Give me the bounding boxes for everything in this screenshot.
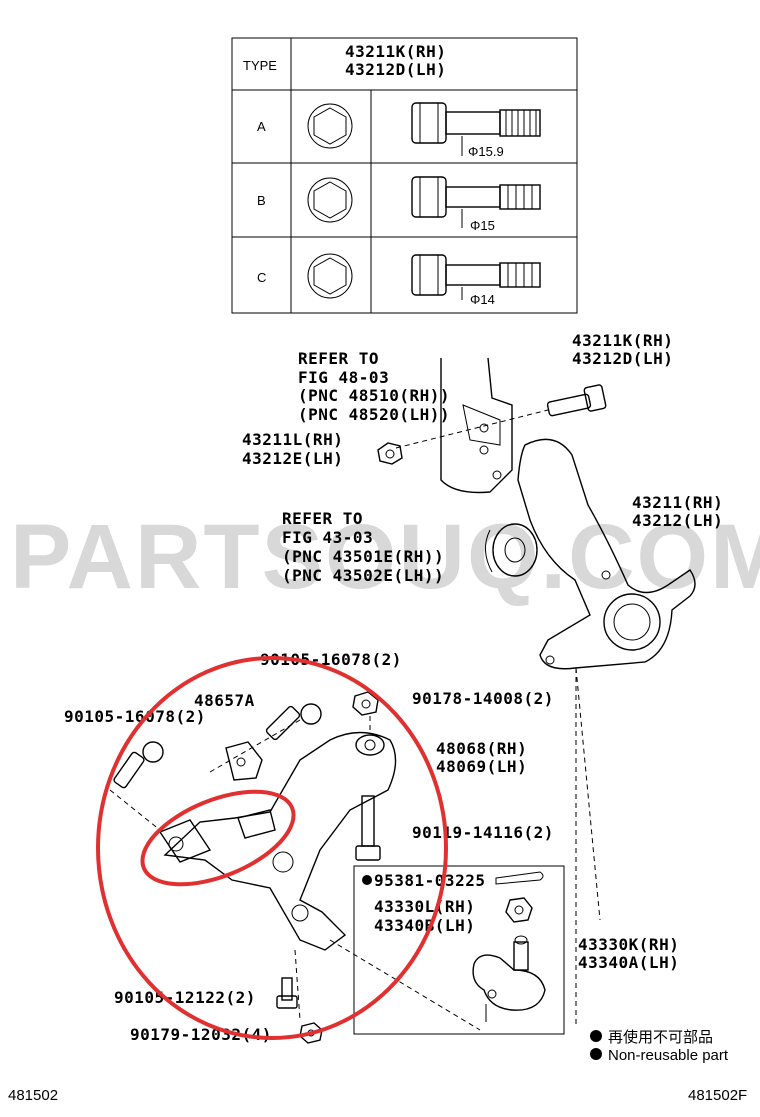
cotter-pin-drawing: [495, 871, 544, 885]
highlight-circle-large: [96, 656, 448, 1040]
label-pin-95381: 95381-03225: [374, 871, 485, 890]
strut-bracket-drawing: [440, 357, 513, 494]
bolt-type-table: TYPE 43211K(RH) 43212D(LH) A Φ15.9 B: [231, 37, 578, 314]
ball-joint-box: 95381-03225 43330L(RH) 43340B(LH): [353, 865, 565, 1035]
front-bolt-drawing: [113, 741, 164, 789]
steering-knuckle-drawing: [517, 438, 696, 1025]
legend-en: Non-reusable part: [608, 1047, 729, 1064]
hex-bolt-head-icon: [307, 103, 353, 149]
label-knuckle-rh: 43211(RH): [632, 493, 723, 512]
label-refer43-line4: (PNC 43502E(LH)): [282, 566, 444, 585]
table-row-diameter: Φ14: [470, 292, 495, 307]
lower-control-arm-drawing: [158, 731, 397, 951]
bolt-side-icon: [411, 254, 541, 300]
label-refer43-line3: (PNC 43501E(RH)): [282, 547, 444, 566]
diagram-code-right: 481502F: [688, 1087, 747, 1104]
rear-bolt-drawing: [265, 703, 322, 741]
label-refer48-line3: (PNC 48510(RH)): [298, 386, 450, 405]
table-type-header: TYPE: [243, 58, 277, 73]
label-nut-12032: 90179-12032(4): [130, 1025, 272, 1044]
legend-jp: 再使用不可部品: [608, 1029, 713, 1046]
label-bolt-lh: 43212D(LH): [572, 349, 673, 368]
label-arm-rh: 48068(RH): [436, 739, 527, 758]
label-bolt-16078-left: 90105-16078(2): [64, 707, 206, 726]
label-nut-14008: 90178-14008(2): [412, 689, 554, 708]
bolt-side-icon: [411, 102, 541, 156]
table-part-rh: 43211K(RH): [345, 42, 446, 61]
table-row-type: C: [257, 270, 266, 285]
diagram-code-left: 481502: [8, 1087, 58, 1104]
label-nut-43330l: 43330L(RH): [374, 897, 475, 916]
castle-nut-drawing: [505, 897, 533, 923]
label-nut-rh: 43211L(RH): [242, 430, 343, 449]
table-row-type: B: [257, 193, 266, 208]
nut-14008-drawing: [352, 691, 379, 716]
label-refer43-line1: REFER TO: [282, 509, 363, 528]
bracket-48657a-drawing: [225, 741, 263, 781]
label-bracket: 48657A: [194, 691, 255, 710]
label-ball-lh: 43340A(LH): [578, 953, 679, 972]
legend: 再使用不可部品 Non-reusable part: [590, 1029, 729, 1064]
highlight-circle-small: [140, 789, 296, 887]
hex-nut-drawing: [377, 442, 403, 465]
ball-joint-drawing: [472, 935, 546, 1022]
table-row-diameter: Φ15.9: [468, 144, 504, 159]
bolt-12122-drawing: [276, 977, 298, 1009]
label-nut-lh: 43212E(LH): [242, 449, 343, 468]
label-refer43-line2: FIG 43-03: [282, 528, 373, 547]
table-row-type: A: [257, 119, 266, 134]
label-bolt-12122: 90105-12122(2): [114, 988, 256, 1007]
label-refer48-line2: FIG 48-03: [298, 368, 389, 387]
label-refer48-line4: (PNC 48520(LH)): [298, 405, 450, 424]
bushing-drawing: [485, 523, 538, 577]
label-refer48-line1: REFER TO: [298, 349, 379, 368]
label-bolt-16078-top: 90105-16078(2): [260, 650, 402, 669]
watermark-text: PARTSOUQ.COM: [10, 506, 760, 608]
label-bolt-14116: 90119-14116(2): [412, 823, 554, 842]
table-row-diameter: Φ15: [470, 218, 495, 233]
table-part-lh: 43212D(LH): [345, 60, 446, 79]
bolt-side-icon: [411, 176, 541, 228]
hex-bolt-head-icon: [307, 253, 353, 299]
label-knuckle-lh: 43212(LH): [632, 511, 723, 530]
label-bolt-rh: 43211K(RH): [572, 331, 673, 350]
camber-bolt-drawing: [395, 384, 607, 449]
bolt-14116-drawing: [355, 795, 381, 861]
label-nut-43340b: 43340B(LH): [374, 916, 475, 935]
hex-bolt-head-icon: [307, 177, 353, 223]
label-arm-lh: 48069(LH): [436, 757, 527, 776]
label-ball-rh: 43330K(RH): [578, 935, 679, 954]
leader-lines: [109, 667, 601, 1031]
